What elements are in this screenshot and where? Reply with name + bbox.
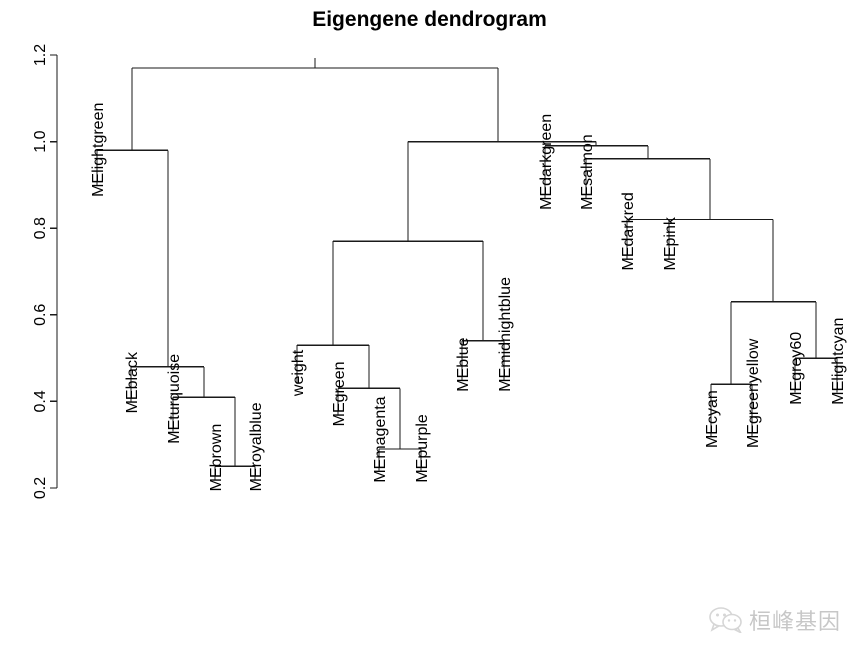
- leaf-label: MEbrown: [208, 424, 225, 492]
- leaf-label: MEroyalblue: [248, 402, 265, 491]
- leaf-label: MEturquoise: [166, 354, 183, 444]
- y-axis-tick-label: 1.2: [32, 44, 49, 66]
- leaf-label: MEdarkgreen: [538, 114, 555, 210]
- leaf-label: MEpurple: [414, 414, 431, 483]
- y-axis-tick-label: 0.2: [32, 477, 49, 499]
- y-axis-tick-label: 0.8: [32, 217, 49, 239]
- leaf-label: MEsalmon: [579, 134, 596, 210]
- leaf-label: MElightgreen: [90, 103, 107, 197]
- watermark: 桓峰基因: [709, 604, 841, 636]
- leaf-label: MEgreen: [331, 361, 348, 426]
- leaf-label: MEpink: [662, 216, 679, 270]
- leaf-label: MEgreenyellow: [745, 338, 762, 448]
- leaf-label: MElightcyan: [830, 318, 847, 405]
- leaf-label: MEblue: [455, 337, 472, 391]
- wechat-icon: [709, 607, 743, 635]
- leaf-label: MEcyan: [704, 390, 721, 448]
- leaf-label: MEmagenta: [372, 396, 389, 482]
- leaf-label: MEblack: [124, 351, 141, 413]
- y-axis-tick-label: 1.0: [32, 130, 49, 152]
- leaf-label: weight: [290, 349, 307, 397]
- y-axis-tick-label: 0.6: [32, 304, 49, 326]
- watermark-text: 桓峰基因: [748, 610, 841, 635]
- page-title: Eigengene dendrogram: [312, 8, 547, 31]
- leaf-label: MEgrey60: [788, 332, 805, 405]
- leaf-label: MEmidnightblue: [497, 277, 514, 392]
- leaf-label: MEdarkred: [620, 192, 637, 270]
- y-axis-tick-label: 0.4: [32, 390, 49, 412]
